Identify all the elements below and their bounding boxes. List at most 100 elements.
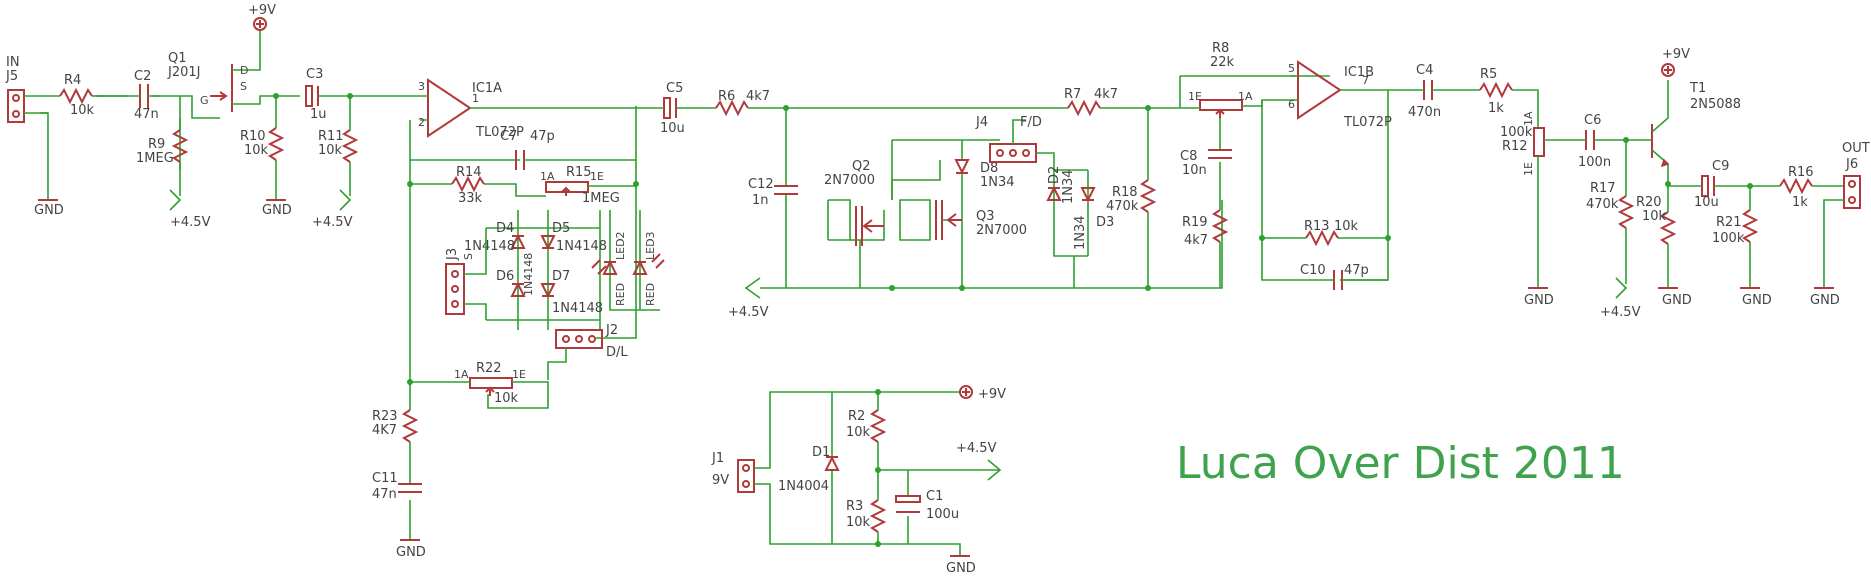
r16-value: 1k <box>1792 195 1808 210</box>
capacitor-c1: C1 100u <box>895 489 959 522</box>
r16-label: R16 <box>1788 165 1814 180</box>
resistor-r3: R3 10k <box>846 499 887 533</box>
switch-j3: J3 S <box>445 228 487 320</box>
vplus-label-2: +9V <box>1662 47 1690 62</box>
r17-label: R17 <box>1590 181 1616 196</box>
r19-value: 4k7 <box>1184 233 1208 248</box>
resistor-r13: R13 10k <box>1262 219 1388 247</box>
r18-label: R18 <box>1112 185 1138 200</box>
r20-value: 10k <box>1642 209 1667 224</box>
t1-label: T1 <box>1689 81 1706 96</box>
resistor-r17: R17 470k +4.5V <box>1586 140 1641 320</box>
capacitor-c3: C3 1u <box>305 67 327 122</box>
d4-label: D4 <box>496 221 514 236</box>
t1-value: 2N5088 <box>1690 97 1741 112</box>
j1-label: J1 <box>711 451 724 466</box>
opamp-ic1a: 3 2 1 IC1A TL072P <box>409 78 524 161</box>
q1-pin-d: D <box>240 64 248 77</box>
diode-d1: D1 1N4004 <box>778 392 840 544</box>
vhalf-rail-supply: +4.5V <box>956 441 1002 481</box>
ic1b-pin-5: 5 <box>1288 62 1295 75</box>
r14-label: R14 <box>456 165 482 180</box>
r7-label: R7 <box>1064 87 1081 102</box>
resistor-r6: R6 4k7 <box>715 89 770 117</box>
d3-label: D3 <box>1096 215 1114 230</box>
gnd-label-r20: GND <box>1662 293 1692 308</box>
c2-label: C2 <box>134 69 151 84</box>
vhalf-label-2: +4.5V <box>312 215 353 230</box>
r11-label: R11 <box>318 129 344 144</box>
r2-value: 10k <box>846 425 871 440</box>
c11-label: C11 <box>372 471 398 486</box>
vhalf-label-1: +4.5V <box>170 215 211 230</box>
c10-label: C10 <box>1300 263 1326 278</box>
resistor-r5: R5 1k <box>1479 67 1539 128</box>
q1-label: Q1 <box>168 51 187 66</box>
ic1a-pin-1: 1 <box>472 92 479 105</box>
in-label: IN <box>6 55 20 70</box>
j3-label: J3 <box>445 248 460 261</box>
gnd-symbol: GND <box>34 112 64 218</box>
r15-label: R15 <box>566 165 592 180</box>
j6-label: J6 <box>1845 157 1858 172</box>
d5-label: D5 <box>552 221 570 236</box>
vhalf-label-5: +4.5V <box>956 441 997 456</box>
r19-label: R19 <box>1182 215 1208 230</box>
resistor-r23: R23 4K7 <box>372 382 419 540</box>
c4-value: 470n <box>1408 105 1441 120</box>
r2-label: R2 <box>848 409 865 424</box>
r13-value: 10k <box>1334 219 1359 234</box>
r22-label: R22 <box>476 361 502 376</box>
led2-label: LED2 <box>614 231 627 260</box>
capacitor-c11: C11 47n GND <box>372 471 426 560</box>
r10-value: 10k <box>244 143 269 158</box>
ic1b-value: TL072P <box>1343 115 1392 130</box>
opamp-ic1b: 5 6 7 IC1B TL072P <box>1261 60 1392 281</box>
r11-value: 10k <box>318 143 343 158</box>
c6-value: 100n <box>1578 155 1611 170</box>
r10-label: R10 <box>240 129 266 144</box>
r22-value: 10k <box>494 391 519 406</box>
d1-value: 1N4004 <box>778 479 829 494</box>
c12-value: 1n <box>752 193 769 208</box>
r20-label: R20 <box>1636 195 1662 210</box>
mosfet-q3: Q3 2N7000 <box>899 199 1027 288</box>
capacitor-c8: C8 10n <box>1180 149 1232 178</box>
r5-value: 1k <box>1488 101 1504 116</box>
capacitor-c2: C2 47n <box>128 69 160 122</box>
vhalf-label-3: +4.5V <box>728 305 769 320</box>
capacitor-c9: C9 10u <box>1668 159 1780 210</box>
potentiometer-r12: 100k R12 1A 1E <box>1500 111 1580 288</box>
capacitor-c12: C12 1n <box>748 108 798 288</box>
d8-label: D8 <box>980 161 998 176</box>
d7-value: 1N4148 <box>552 301 603 316</box>
c9-label: C9 <box>1712 159 1729 174</box>
capacitor-c7: C7 47p <box>500 129 636 170</box>
gain-pin-1e: 1E <box>1188 90 1202 103</box>
potentiometer-r15: R15 1MEG 1A 1E <box>540 165 636 206</box>
resistor-r11: R11 10k +4.5V <box>312 96 359 230</box>
r3-value: 10k <box>846 515 871 530</box>
led3-label: LED3 <box>644 231 657 260</box>
r12-pin-1e: 1E <box>1522 162 1535 176</box>
gnd-supply: GND <box>946 555 976 576</box>
ic1a-pin-2: 2 <box>418 116 425 129</box>
led3-value: RED <box>644 283 657 306</box>
clipping-diodes: D4 1N4148 D5 1N4148 D6 D7 1N4148 1N4148 <box>464 210 607 330</box>
leds: LED2 LED3 RED RED <box>591 210 665 311</box>
j5-label: J5 <box>5 69 18 84</box>
capacitor-c4: C4 470n <box>1388 63 1480 120</box>
c8-value: 10n <box>1182 163 1207 178</box>
resistor-r16: R16 1k <box>1779 165 1844 210</box>
j3-value: S <box>462 253 475 260</box>
resistor-r7: R7 4k7 <box>1064 87 1118 117</box>
r6-value: 4k7 <box>746 89 770 104</box>
d1-label: D1 <box>812 445 830 460</box>
c5-value: 10u <box>660 121 685 136</box>
r8-value: 22k <box>1210 55 1235 70</box>
r8-label: R8 <box>1212 41 1229 56</box>
d2-value: 1N34 <box>1061 169 1076 204</box>
capacitor-c6: C6 100n <box>1578 113 1646 170</box>
ic1b-label: IC1B <box>1344 65 1374 80</box>
